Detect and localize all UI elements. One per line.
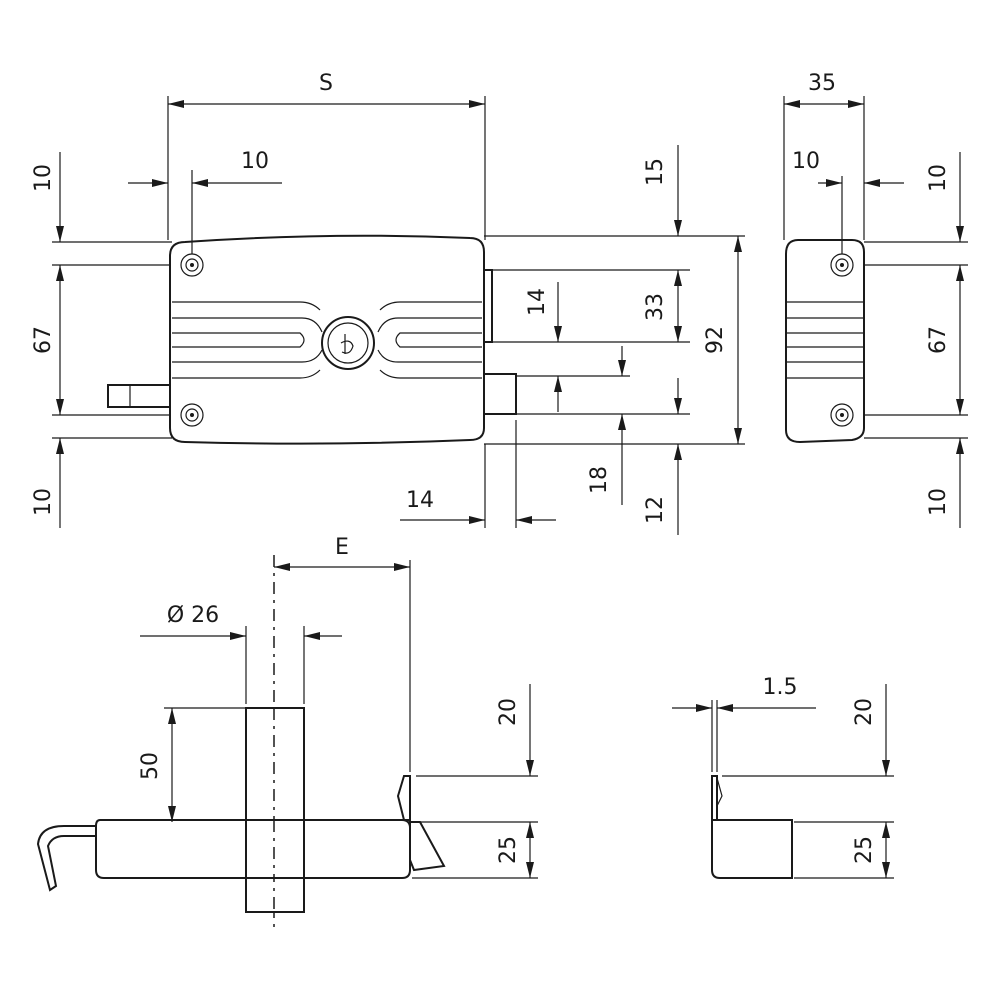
- dim-top-view-25-right: 25: [852, 836, 877, 864]
- dim-plate-thickness: 1.5: [763, 675, 798, 700]
- dim-e: E: [335, 535, 349, 560]
- side-view: 35 10 10 67 10: [783, 71, 968, 528]
- dim-top-margin-right: 10: [926, 164, 951, 192]
- dim-top-view-20-left: 20: [496, 698, 521, 726]
- thin-plate: [711, 775, 718, 821]
- dim-total-height: 92: [703, 326, 728, 354]
- dim-hole-offset: 10: [241, 149, 269, 174]
- dim-top-to-bolt: 15: [643, 158, 668, 186]
- dim-s: S: [319, 71, 333, 96]
- dim-top-view-20-right: 20: [852, 698, 877, 726]
- dim-latch-projection: 14: [406, 488, 434, 513]
- top-view: E Ø 26 50 20 25: [36, 535, 538, 930]
- dim-bottom-margin-right: 10: [926, 488, 951, 516]
- side-screw-hole-bottom: [830, 403, 854, 427]
- dim-key-offset: 14: [525, 288, 550, 316]
- keyhole-icon: [340, 334, 354, 354]
- dim-hole-spacing-right: 67: [926, 326, 951, 354]
- lock-side-body: [785, 239, 865, 444]
- dim-cylinder-diameter: Ø 26: [167, 603, 219, 628]
- hook-handle: [36, 825, 97, 892]
- left-key-block: [107, 384, 171, 408]
- dim-body-depth: 35: [808, 71, 836, 96]
- dim-hole-spacing-left: 67: [31, 326, 56, 354]
- dim-top-view-25-left: 25: [496, 836, 521, 864]
- side-top-view: 1.5 20 25: [672, 675, 894, 879]
- dim-hole-offset-side: 10: [792, 149, 820, 174]
- dim-bottom-to-latch: 12: [643, 496, 668, 524]
- front-view: S 10 10 67 10 15 33 92: [31, 71, 745, 535]
- key-cylinder: [321, 316, 375, 370]
- dim-bottom-margin-left: 10: [31, 488, 56, 516]
- latch-tongue: [409, 821, 446, 872]
- dim-latch-height: 18: [587, 466, 612, 494]
- dim-bolt-height: 33: [643, 293, 668, 321]
- screw-hole-bottom-left: [180, 403, 204, 427]
- dim-top-margin-left: 10: [31, 164, 56, 192]
- cylinder: [245, 707, 305, 913]
- dim-cylinder-length: 50: [138, 752, 163, 780]
- side-body-top: [711, 819, 793, 879]
- front-plate: [396, 775, 411, 821]
